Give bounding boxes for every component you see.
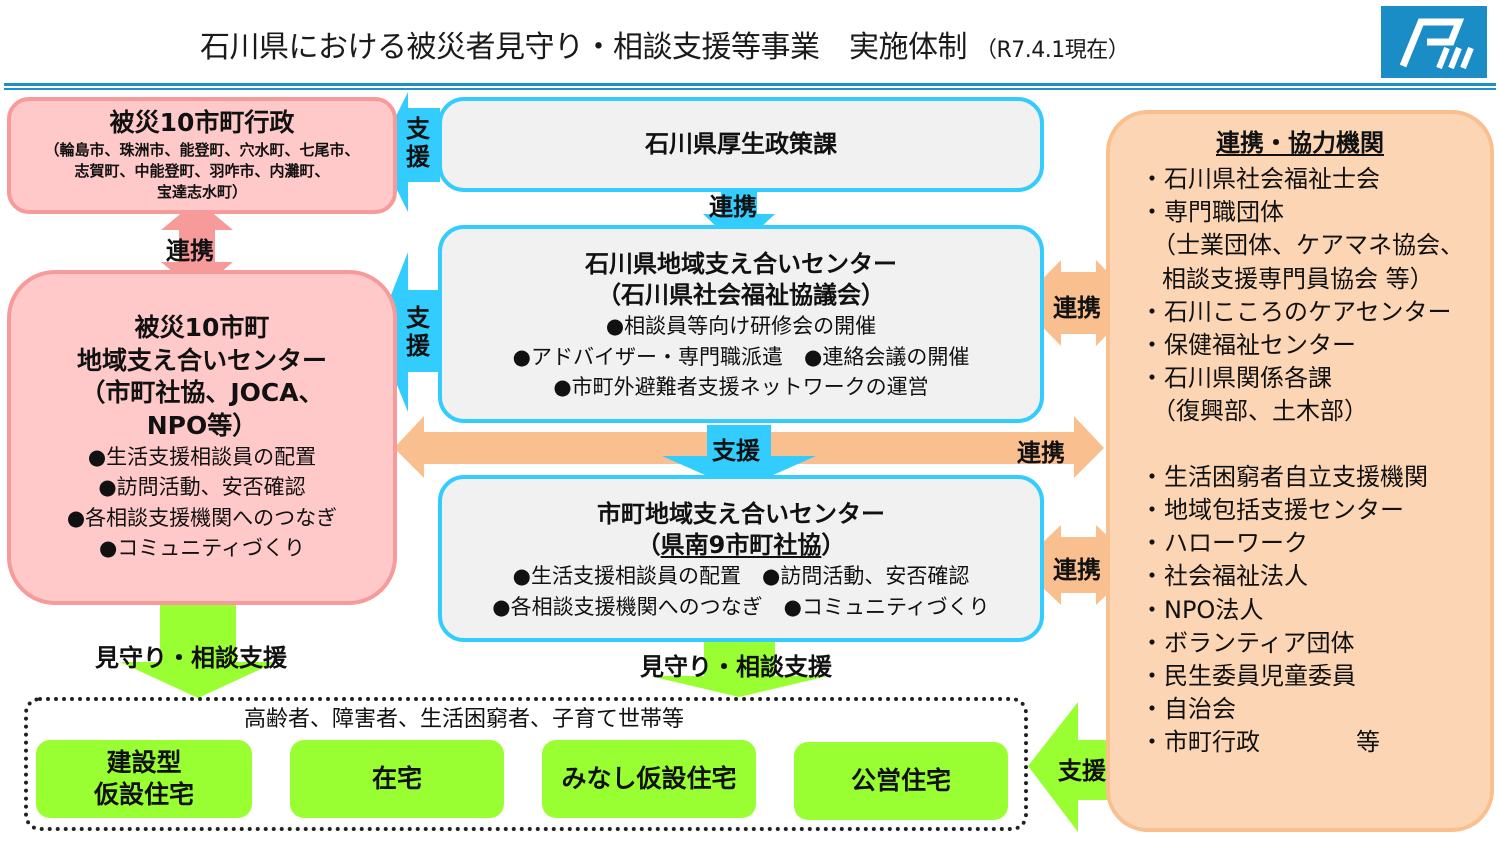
link-label-right-bottom: 連携 <box>1053 556 1101 584</box>
link-label-center: 連携 <box>709 193 757 221</box>
bullet-item: ●各相談支援機関へのつなぎ ●コミュニティづくり <box>492 594 990 619</box>
target-residents-group <box>24 697 1028 831</box>
prefecture-center-title-2: （石川県社会福祉協議会） <box>597 281 885 310</box>
prefecture-center-title-1: 石川県地域支え合いセンター <box>585 250 897 278</box>
partners-title-text: 連携・協力機関 <box>1216 129 1384 157</box>
partner-item-detail: （士業団体、ケアマネ協会、 <box>1152 231 1464 260</box>
partner-item: ・自治会 <box>1140 694 1236 723</box>
support-label-bottom-right: 支援 <box>1058 757 1106 785</box>
bullet-item: ●アドバイザー・専門職派遣 ●連絡会議の開催 <box>512 344 970 369</box>
prefecture-support-center-box: 石川県地域支え合いセンター （石川県社会福祉協議会） ●相談員等向け研修会の開催… <box>438 225 1044 423</box>
housing-label: 仮設住宅 <box>93 780 194 809</box>
title-text: 石川県における被災者見守り・相談支援等事業 実施体制 <box>200 30 968 65</box>
affected-admin-members-3: 宝達志水町） <box>156 182 247 201</box>
partner-item: ・石川こころのケアセンター <box>1140 297 1452 326</box>
list-spacer <box>1140 428 1490 461</box>
header-rule-secondary <box>4 88 1496 90</box>
partner-item: ・ハローワーク <box>1140 529 1308 558</box>
welfare-policy-division-title: 石川県厚生政策課 <box>645 129 837 158</box>
affected-admin-members-2: 志賀町、中能登町、羽咋市、内灘町、 <box>74 161 330 180</box>
partner-item: ・生活困窮者自立支援機関 <box>1140 463 1428 492</box>
affected-admin-title: 被災10市町行政 <box>109 108 295 137</box>
label-char: 援 <box>406 142 430 171</box>
housing-label: 公営住宅 <box>850 765 951 795</box>
municipal-support-center-box: 市町地域支え合いセンター （県南9市町社協） ●生活支援相談員の配置 ●訪問活動… <box>438 475 1044 642</box>
support-label-left-main: 支 援 <box>404 304 432 360</box>
support-arrow-down <box>662 425 816 490</box>
partners-title: 連携・協力機関 <box>1140 128 1460 159</box>
support-center-title-1: 被災10市町 <box>134 313 270 342</box>
affected-support-center-box: 被災10市町 地域支え合いセンター （市町社協、JOCA、 NPO等） ●生活支… <box>7 270 397 605</box>
bullet-item: ●生活支援相談員の配置 <box>87 445 317 469</box>
watch-label-left: 見守り・相談支援 <box>95 644 287 672</box>
watch-arrow-left <box>120 604 276 698</box>
bullet-item: ●市町外避難者支援ネットワークの運営 <box>553 375 929 400</box>
paren-close: ） <box>821 531 846 560</box>
partner-organizations-box: 連携・協力機関 ・石川県社会福祉士会 ・専門職団体 （士業団体、ケアマネ協会、 … <box>1106 110 1494 832</box>
support-center-title-4: NPO等） <box>146 410 258 440</box>
prefecture-logo-icon <box>1381 6 1487 78</box>
link-label-right-top: 連携 <box>1053 294 1101 322</box>
housing-label: みなし仮設住宅 <box>561 763 737 793</box>
municipal-center-subtitle-main: 県南9市町社協 <box>660 531 822 560</box>
housing-public: 公営住宅 <box>794 742 1008 820</box>
target-caption: 高齢者、障害者、生活困窮者、子育て世帯等 <box>244 707 685 732</box>
link-arrow-left-vertical <box>161 200 233 292</box>
housing-at-home: 在宅 <box>290 740 504 818</box>
bullet-item: ●各相談支援機関へのつなぎ <box>66 505 338 530</box>
bullet-item: ●相談員等向け研修会の開催 <box>605 314 877 339</box>
bullet-item: ●生活支援相談員の配置 ●訪問活動、安否確認 <box>512 564 970 589</box>
partner-item: ・保健福祉センター <box>1140 330 1356 359</box>
partner-item: ・NPO法人 <box>1140 595 1264 624</box>
support-arrow-bottom-right <box>1028 702 1130 832</box>
welfare-policy-division-box: 石川県厚生政策課 <box>438 97 1044 192</box>
partner-item-detail: （復興部、土木部） <box>1152 396 1368 425</box>
housing-label: 在宅 <box>371 763 422 793</box>
housing-prefab-temporary: 建設型 仮設住宅 <box>36 740 252 818</box>
support-center-title-2: 地域支え合いセンター <box>76 345 327 375</box>
partner-item: ・地域包括支援センター <box>1140 496 1404 525</box>
partner-item: ・市町行政 等 <box>1140 727 1380 756</box>
housing-label: 建設型 <box>106 747 182 777</box>
label-char: 援 <box>406 331 430 360</box>
partner-item: ・ボランティア団体 <box>1140 628 1355 657</box>
bullet-item: ●訪問活動、安否確認 <box>98 475 306 500</box>
support-center-title-3: （市町社協、JOCA、 <box>80 378 324 407</box>
partner-item: ・民生委員児童委員 <box>1140 661 1356 690</box>
date-stamp: （R7.4.1現在） <box>975 38 1130 63</box>
partners-list: ・石川県社会福祉士会 ・専門職団体 （士業団体、ケアマネ協会、 相談支援専門員協… <box>1140 163 1490 759</box>
partner-item-detail: 相談支援専門員協会 等） <box>1162 264 1434 293</box>
municipal-center-subtitle: （県南9市町社協） <box>442 530 1040 561</box>
bullet-item: ●コミュニティづくり <box>98 536 306 561</box>
link-label-left: 連携 <box>166 237 214 265</box>
partner-item: ・石川県社会福祉士会 <box>1140 165 1380 194</box>
affected-municipalities-admin-box: 被災10市町行政 （輪島市、珠洲市、能登町、穴水町、七尾市、 志賀町、中能登町、… <box>7 97 397 214</box>
label-char: 支 <box>406 115 430 143</box>
support-label-left-top: 支 援 <box>404 115 432 171</box>
header-rule <box>4 83 1496 86</box>
support-label-center: 支援 <box>712 437 760 465</box>
municipal-center-title: 市町地域支え合いセンター <box>597 500 885 528</box>
partner-item: ・石川県関係各課 <box>1140 363 1332 392</box>
affected-admin-members-1: （輪島市、珠洲市、能登町、穴水町、七尾市、 <box>44 140 360 159</box>
paren-open: （ <box>636 531 661 560</box>
partner-item: ・社会福祉法人 <box>1140 562 1308 591</box>
housing-deemed-temporary: みなし仮設住宅 <box>542 740 756 818</box>
page-title: 石川県における被災者見守り・相談支援等事業 実施体制 （R7.4.1現在） <box>200 22 1130 66</box>
partner-item: ・専門職団体 <box>1140 198 1284 227</box>
watch-label-center: 見守り・相談支援 <box>640 653 832 681</box>
label-char: 支 <box>406 304 430 332</box>
watch-arrow-center <box>650 640 828 697</box>
link-label-horizontal: 連携 <box>1017 439 1065 467</box>
